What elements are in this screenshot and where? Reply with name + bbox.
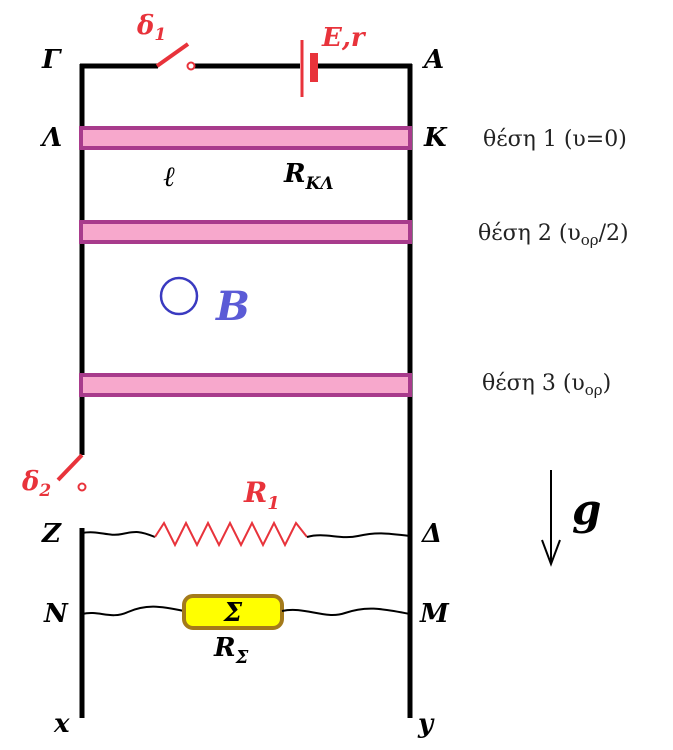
position-3-subscript: ορ — [585, 381, 603, 399]
resistor-1-zigzag — [154, 520, 308, 548]
resistor-1-right-wire — [306, 532, 411, 539]
battery-label: E,r — [321, 23, 367, 53]
rod-position-3 — [79, 373, 412, 397]
component-resistance-label: RΣ — [213, 633, 249, 668]
magnetic-field-label: B — [215, 283, 250, 330]
switch-1-blade — [155, 42, 190, 68]
rod-length-symbol: ℓ — [163, 160, 175, 193]
component-sigma-body — [182, 594, 284, 630]
switch-2-contact — [77, 482, 87, 492]
label-alpha: Α — [421, 45, 444, 75]
rod-position-2 — [79, 220, 412, 244]
position-2-label: θέση 2 (υορ/2) — [478, 221, 629, 249]
resistor-1-left-wire — [81, 531, 156, 538]
switch-1-subscript: 1 — [154, 25, 166, 45]
magnetic-field-symbol — [159, 276, 199, 316]
label-mu: Μ — [419, 599, 450, 629]
component-resistance-subscript: Σ — [235, 647, 249, 668]
resistor-1-label: R1 — [243, 476, 280, 514]
switch-2-label: δ2 — [21, 467, 51, 501]
position-1-label: θέση 1 (υ=0) — [483, 127, 627, 152]
switch-1-contact — [186, 61, 196, 71]
component-sigma-label: Σ — [223, 598, 243, 628]
label-zeta: Ζ — [41, 519, 62, 549]
component-left-wire — [81, 605, 185, 617]
label-delta: Δ — [420, 519, 442, 549]
rod-position-1 — [79, 126, 412, 150]
gravity-arrow-head — [541, 539, 561, 567]
component-right-wire — [281, 607, 411, 616]
label-gamma: Γ — [41, 45, 62, 75]
label-lambda: Λ — [39, 123, 62, 153]
label-kappa: Κ — [423, 123, 448, 153]
gravity-label: g — [572, 485, 601, 534]
switch-1-label: δ1 — [136, 11, 166, 45]
rod-resistance-label: RΚΛ — [283, 159, 334, 194]
label-nu: Ν — [43, 599, 69, 629]
switch-2-subscript: 2 — [38, 481, 51, 501]
rod-resistance-subscript: ΚΛ — [305, 174, 334, 194]
switch-2-blade — [56, 453, 84, 482]
label-x: x — [53, 709, 70, 739]
position-2-subscript: ορ — [581, 231, 599, 249]
position-3-label: θέση 3 (υορ) — [482, 371, 611, 399]
resistor-1-subscript: 1 — [267, 493, 280, 514]
label-y: y — [417, 709, 435, 739]
